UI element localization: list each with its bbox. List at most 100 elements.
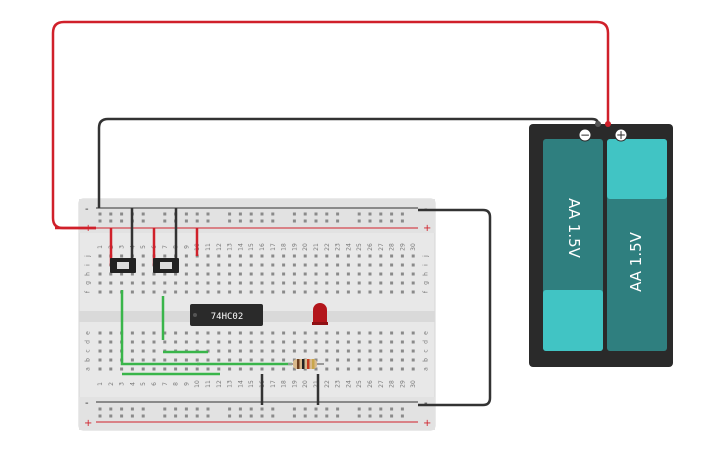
hole [357,272,361,276]
row-letter: b [85,358,92,362]
hole [390,290,394,294]
rail-hole [120,219,124,223]
rail-hole [98,219,102,223]
column-number-top: 19 [291,243,298,251]
rail-hole [303,212,307,216]
hole [346,340,350,344]
hole [238,340,242,344]
hole [368,272,372,276]
hole [249,358,253,362]
hole [357,254,361,258]
rail-hole [325,219,329,223]
rail-hole [228,414,232,418]
hole [228,340,232,344]
hole [325,272,329,276]
rail-hole [292,219,296,223]
hole [228,349,232,353]
hole [163,290,167,294]
hole [238,367,242,371]
hole [292,331,296,335]
ic-chip[interactable]: 74HC02 [190,304,263,326]
rail-hole [336,407,340,411]
hole [336,263,340,267]
hole [271,290,275,294]
column-number-top: 21 [313,243,320,251]
rail-hole [357,212,361,216]
hole [152,281,156,285]
hole [174,331,178,335]
column-number-bottom: 25 [356,380,363,388]
slide-switch-a[interactable] [110,258,136,273]
hole [379,358,383,362]
hole [357,281,361,285]
slide-switch-b[interactable] [153,258,179,273]
column-number-top: 27 [378,243,385,251]
hole [260,358,264,362]
rail-hole [228,407,232,411]
hole [249,290,253,294]
battery-cell-right-label: AA 1.5V [627,231,645,292]
rail-hole [238,407,242,411]
bottom-rail-plus-sign-right: + [423,418,431,429]
hole [260,349,264,353]
column-number-bottom: 15 [248,380,255,388]
hole [314,263,318,267]
rail-hole [206,219,210,223]
column-number-bottom: 3 [119,382,126,386]
hole [379,340,383,344]
ic-chip-label: 74HC02 [211,312,244,322]
hole [195,272,199,276]
rail-hole [238,219,242,223]
hole [314,290,318,294]
hole [282,367,286,371]
hole [336,272,340,276]
hole [217,290,221,294]
rail-hole [174,407,178,411]
hole [379,349,383,353]
row-letter: a [423,367,430,371]
rail-hole [249,414,253,418]
hole [303,340,307,344]
rail-hole [206,414,210,418]
hole [152,272,156,276]
hole [109,358,113,362]
slide-switch-b-knob[interactable] [160,262,172,269]
rail-hole [141,414,145,418]
hole [368,367,372,371]
column-number-bottom: 30 [410,380,417,388]
hole [400,254,404,258]
hole [228,281,232,285]
hole [390,254,394,258]
rail-hole [141,219,145,223]
row-letter: j [85,255,92,258]
slide-switch-a-knob[interactable] [117,262,129,269]
rail-hole [260,407,264,411]
column-number-bottom: 18 [281,380,288,388]
hole [336,331,340,335]
rail-hole [379,414,383,418]
rail-hole [260,219,264,223]
rail-hole [109,414,113,418]
rail-hole [141,212,145,216]
rail-hole [400,414,404,418]
hole [336,254,340,258]
hole [282,331,286,335]
resistor-band-4 [312,359,315,369]
rail-hole [228,219,232,223]
hole [411,254,415,258]
rail-hole [195,219,199,223]
hole [314,331,318,335]
hole [271,331,275,335]
column-number-top: 25 [356,243,363,251]
rail-hole [271,414,275,418]
hole [228,254,232,258]
hole [292,349,296,353]
hole [120,254,124,258]
hole [400,272,404,276]
column-number-bottom: 2 [108,382,115,386]
hole [292,340,296,344]
column-number-bottom: 7 [162,382,169,386]
hole [346,281,350,285]
rail-hole [249,212,253,216]
hole [184,367,188,371]
